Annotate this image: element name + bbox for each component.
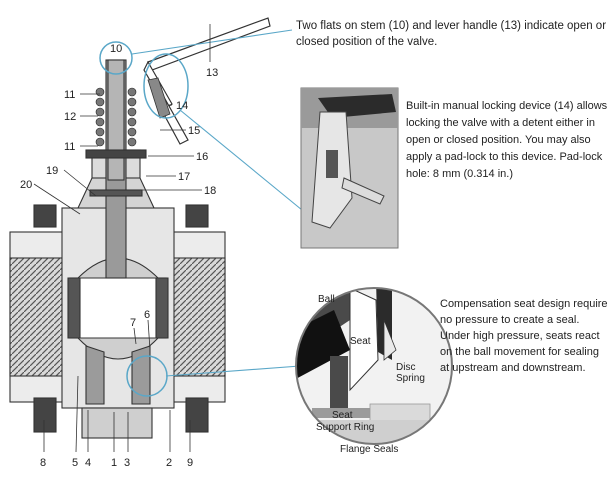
connector-flats (131, 29, 293, 55)
seat-annotation: Compensation seat design requires no pre… (440, 296, 607, 376)
support-ring-label-line2: Support Ring (316, 422, 374, 433)
part-number-8: 8 (40, 457, 46, 469)
locking-annotation-line: Built-in manual locking device (14) allo… (406, 100, 607, 112)
part-number-2: 2 (166, 457, 172, 469)
seat-annotation-line: on the ball movement for sealing (440, 346, 599, 358)
flange-seals-label: Flange Seals (340, 444, 398, 455)
part-number-12: 12 (64, 111, 76, 123)
part-number-3: 3 (124, 457, 130, 469)
seat-annotation-line: Compensation seat design requires (440, 298, 607, 310)
seat-label: Seat (350, 336, 371, 347)
ball-label: Ball (318, 294, 335, 305)
connector-seat (165, 365, 301, 377)
part-number-15: 15 (188, 125, 200, 137)
valve-body (9, 59, 226, 439)
part-number-11: 11 (64, 89, 75, 101)
disc-spring-label-line2: Spring (396, 373, 425, 384)
disc-spring-label-line1: Disc (396, 362, 415, 373)
locking-device-detail (300, 87, 399, 249)
part-number-10-top: 10 (110, 43, 122, 55)
part-number-16: 16 (196, 151, 208, 163)
part-number-13: 13 (206, 67, 218, 79)
seat-annotation-line: at upstream and downstream. (440, 362, 586, 374)
part-number-9: 9 (187, 457, 193, 469)
seat-detail-view: Ball Seat Disc Spring Seat Support Ring … (295, 287, 453, 455)
part-number-4: 4 (85, 457, 91, 469)
part-number-1: 1 (111, 457, 117, 469)
connector-locking (179, 109, 303, 211)
seat-annotation-line: Under high pressure, seats react (440, 330, 600, 342)
locking-annotation-line: locking the valve with a detent either i… (406, 117, 595, 129)
flats-annotation-line: closed position of the valve. (296, 36, 438, 48)
stem-flats-highlight (99, 41, 133, 75)
seat-annotation-line: no pressure to create a seal. (440, 314, 580, 326)
part-number-11-lower: 11 (64, 141, 75, 153)
part-number-6: 6 (144, 309, 150, 321)
part-number-7: 7 (130, 317, 136, 329)
part-number-14: 14 (176, 100, 188, 112)
locking-annotation-line: apply a pad-lock to this device. Pad-loc… (406, 151, 603, 163)
part-number-18: 18 (204, 185, 216, 197)
locking-annotation-line: open or closed position. You may also (406, 134, 591, 146)
part-number-5: 5 (72, 457, 78, 469)
part-number-20: 20 (20, 179, 32, 191)
part-number-19: 19 (46, 165, 58, 177)
locking-annotation: Built-in manual locking device (14) allo… (406, 98, 607, 183)
flats-annotation-line: Two flats on stem (10) and lever handle … (296, 20, 607, 32)
part-number-17: 17 (178, 171, 190, 183)
flats-annotation: Two flats on stem (10) and lever handle … (296, 18, 606, 50)
locking-annotation-line: hole: 8 mm (0.314 in.) (406, 168, 513, 180)
locking-device-highlight (143, 53, 189, 119)
support-ring-label-line1: Seat (332, 410, 353, 421)
lever-handle (143, 17, 271, 145)
locking-tab (147, 77, 171, 119)
